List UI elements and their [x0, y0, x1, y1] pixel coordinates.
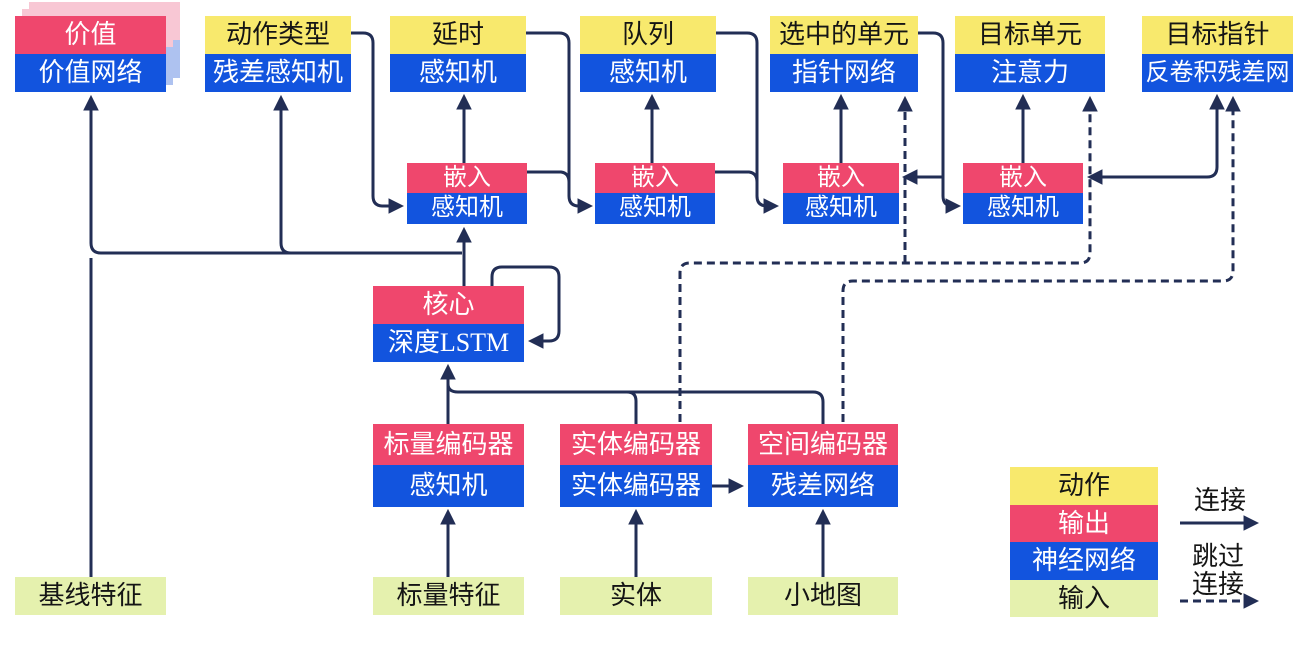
skip-entity-to-attention: [678, 95, 1098, 422]
wire-queue-to-embed3: [716, 31, 780, 214]
legend-color-key: 动作 输出 神经网络 输入: [1010, 467, 1158, 617]
wire-spatial-merge: [446, 383, 825, 424]
embed-label: 嵌入: [783, 163, 899, 193]
core-label: 核心: [373, 286, 524, 324]
delay-label: 延时: [390, 16, 526, 54]
node-embed-1: 嵌入 感知机: [407, 163, 527, 224]
residual-mlp-label: 残差感知机: [205, 54, 351, 92]
wire-embed2-join: [715, 170, 759, 183]
target-unit-label: 目标单元: [955, 16, 1105, 54]
wire-delay-to-embed2: [526, 31, 594, 214]
wire-entity-merge: [626, 390, 638, 424]
wire-embed1-join: [527, 170, 571, 183]
action-type-label: 动作类型: [205, 16, 351, 54]
node-embed-3: 嵌入 感知机: [783, 163, 899, 224]
node-delay: 延时 感知机: [390, 16, 526, 92]
pointer-network-label: 指针网络: [770, 54, 918, 92]
legend-skip-label-1: 跳过: [1191, 542, 1244, 571]
legend-action: 动作: [1010, 467, 1158, 505]
scalar-features-label: 标量特征: [373, 577, 524, 615]
scalar-mlp-label: 感知机: [373, 465, 524, 507]
legend-connection-label: 连接: [1193, 486, 1246, 515]
embed-label: 嵌入: [407, 163, 527, 193]
entities-label: 实体: [560, 577, 712, 615]
embed-label: 嵌入: [963, 163, 1083, 193]
node-embed-2: 嵌入 感知机: [595, 163, 715, 224]
embed-mlp-label: 感知机: [963, 193, 1083, 224]
node-scalar-encoder: 标量编码器 感知机: [373, 424, 524, 507]
attention-label: 注意力: [955, 54, 1105, 92]
skip-spatial-to-deconv: [841, 95, 1241, 422]
scalar-encoder-label: 标量编码器: [373, 424, 524, 465]
node-queue: 队列 感知机: [580, 16, 716, 92]
node-core: 核心 深度LSTM: [373, 286, 524, 362]
wire-actiontype-to-embed1: [351, 31, 405, 214]
target-pointer-label: 目标指针: [1142, 16, 1293, 54]
node-embed-4: 嵌入 感知机: [963, 163, 1083, 224]
deconv-resnet-label: 反卷积残差网: [1142, 54, 1293, 92]
selected-units-label: 选中的单元: [770, 16, 918, 54]
node-selected-units: 选中的单元 指针网络: [770, 16, 918, 92]
embed-label: 嵌入: [595, 163, 715, 193]
node-entity-encoder: 实体编码器 实体编码器: [560, 424, 712, 507]
wire-selected-to-embed4: [918, 31, 962, 214]
spatial-encoder-label: 空间编码器: [748, 424, 898, 465]
solid-connectors: [83, 31, 1260, 577]
legend-neural-network: 神经网络: [1010, 542, 1158, 580]
deep-lstm-label: 深度LSTM: [373, 324, 524, 362]
queue-label: 队列: [580, 16, 716, 54]
queue-mlp-label: 感知机: [580, 54, 716, 92]
node-spatial-encoder: 空间编码器 残差网络: [748, 424, 898, 507]
wire-branch-to-residual-mlp: [273, 94, 292, 255]
value-network-label: 价值网络: [15, 54, 166, 92]
node-target-pointer: 目标指针 反卷积残差网: [1142, 16, 1293, 92]
node-value: 价值 价值网络: [15, 2, 180, 92]
entity-encoder-net-label: 实体编码器: [560, 465, 712, 507]
legend-skip-label-2: 连接: [1191, 570, 1244, 599]
value-output-label: 价值: [15, 16, 166, 54]
wire-core-self-loop: [490, 265, 561, 349]
node-action-type: 动作类型 残差感知机: [205, 16, 351, 92]
skip-connectors: [678, 95, 1260, 609]
input-entities: 实体: [560, 577, 712, 615]
input-scalar-features: 标量特征: [373, 577, 524, 615]
embed-mlp-label: 感知机: [783, 193, 899, 224]
node-target-unit: 目标单元 注意力: [955, 16, 1105, 92]
entity-encoder-label: 实体编码器: [560, 424, 712, 465]
input-baseline-features: 基线特征: [15, 577, 166, 615]
legend-output: 输出: [1010, 505, 1158, 542]
embed-mlp-label: 感知机: [595, 193, 715, 224]
embed-mlp-label: 感知机: [407, 193, 527, 224]
resnet-label: 残差网络: [748, 465, 898, 507]
input-minimap: 小地图: [748, 577, 898, 615]
wire-core-branch-to-value-network: [83, 94, 462, 255]
delay-mlp-label: 感知机: [390, 54, 526, 92]
baseline-features-label: 基线特征: [15, 577, 166, 615]
legend-input: 输入: [1010, 580, 1158, 617]
minimap-label: 小地图: [748, 577, 898, 615]
wire-embed4-to-deconv: [1090, 93, 1225, 179]
